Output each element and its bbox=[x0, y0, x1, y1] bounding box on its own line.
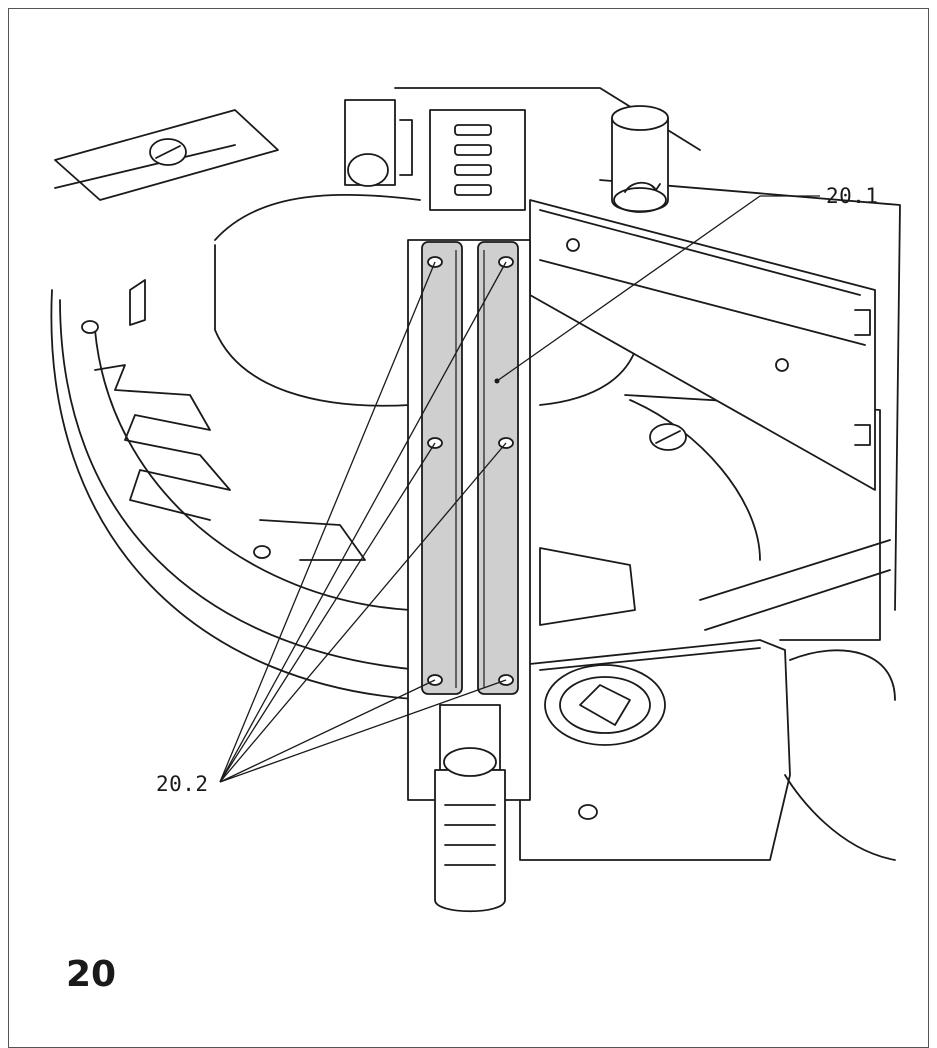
figure-number: 20 bbox=[66, 954, 117, 995]
saw-arm bbox=[344, 99, 526, 211]
bevel-knob bbox=[544, 664, 666, 746]
side-plate bbox=[539, 547, 636, 626]
callout-label-table-insert: 20.1 bbox=[826, 184, 879, 208]
screw-icon bbox=[253, 545, 271, 559]
screw-icon bbox=[149, 138, 187, 166]
front-handle bbox=[434, 704, 506, 913]
leader-20-1 bbox=[494, 195, 820, 384]
turntable bbox=[50, 193, 641, 701]
callout-label-insert-screws: 20.2 bbox=[156, 772, 209, 796]
screw-icon bbox=[649, 423, 687, 451]
screw-icon bbox=[578, 804, 598, 820]
screw-icon bbox=[81, 320, 99, 334]
leader-20-2 bbox=[219, 261, 507, 783]
table-insert-strips bbox=[421, 241, 519, 695]
table-slots bbox=[94, 279, 366, 561]
rotate-arrow-icon bbox=[624, 181, 661, 193]
lock-knob bbox=[611, 105, 669, 213]
fence-right bbox=[529, 199, 876, 491]
